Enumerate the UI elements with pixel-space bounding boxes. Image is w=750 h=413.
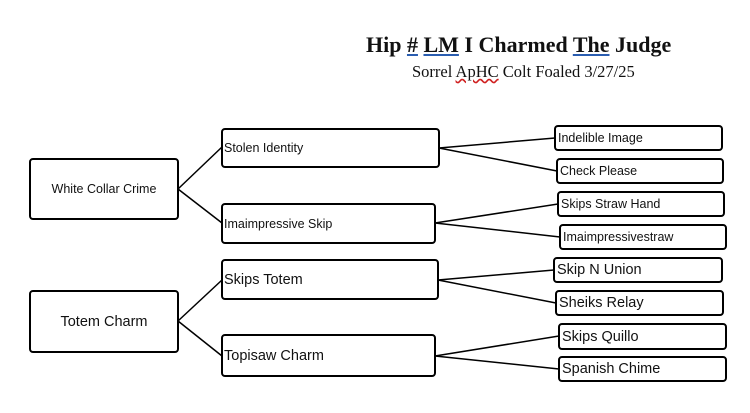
ancestor-box-4: Imaimpressivestraw [559,224,727,250]
ancestor-box-6: Sheiks Relay [555,290,724,316]
ancestor-box-7: Skips Quillo [558,323,727,350]
sire-name: White Collar Crime [51,182,157,196]
connector-line [177,279,223,322]
dam-box: Totem Charm [29,290,179,353]
dams-dam-name: Topisaw Charm [224,347,324,364]
connector-line [177,188,223,224]
sires-dam-box: Imaimpressive Skip [221,203,436,244]
ancestor-name: Skip N Union [557,262,642,278]
sires-dam-name: Imaimpressive Skip [224,216,333,231]
ancestor-name: Imaimpressivestraw [563,230,674,244]
ancestor-box-1: Indelible Image [554,125,723,151]
dams-dam-box: Topisaw Charm [221,334,436,377]
sires-sire-box: Stolen Identity [221,128,440,168]
connector-line [177,320,223,357]
dams-sire-box: Skips Totem [221,259,439,300]
connector-line [434,222,561,238]
connector-line [437,279,557,304]
title-prefix: Hip [366,32,402,57]
connector-line [434,355,560,370]
ancestor-name: Sheiks Relay [559,295,644,311]
dams-sire-name: Skips Totem [224,271,303,288]
page-title: Hip # LM I Charmed The Judge [366,32,671,58]
sire-box: White Collar Crime [29,158,179,220]
subtitle-breed: ApHC [455,62,499,81]
ancestor-box-5: Skip N Union [553,257,723,283]
connector-line [437,269,555,281]
dam-name: Totem Charm [60,313,148,330]
title-mid: I Charmed [464,32,568,57]
title-hash: # [406,32,418,57]
connector-line [438,147,558,172]
ancestor-name: Spanish Chime [562,361,661,377]
connector-line [434,203,559,224]
title-end: Judge [615,32,672,57]
subtitle-color: Sorrel [412,62,453,81]
ancestor-name: Skips Straw Hand [561,197,661,211]
ancestor-box-2: Check Please [556,158,724,184]
ancestor-name: Check Please [560,164,638,178]
ancestor-box-8: Spanish Chime [558,356,727,382]
title-the: The [572,32,610,57]
title-lm: LM [423,32,459,57]
sires-sire-name: Stolen Identity [224,141,304,155]
subtitle: Sorrel ApHC Colt Foaled 3/27/25 [412,62,635,82]
connector-line [434,335,560,357]
subtitle-details: Colt Foaled 3/27/25 [502,62,635,81]
connector-line [438,137,556,149]
ancestor-name: Indelible Image [558,131,643,145]
connector-line [177,146,223,190]
ancestor-box-3: Skips Straw Hand [557,191,725,217]
ancestor-name: Skips Quillo [562,328,639,345]
